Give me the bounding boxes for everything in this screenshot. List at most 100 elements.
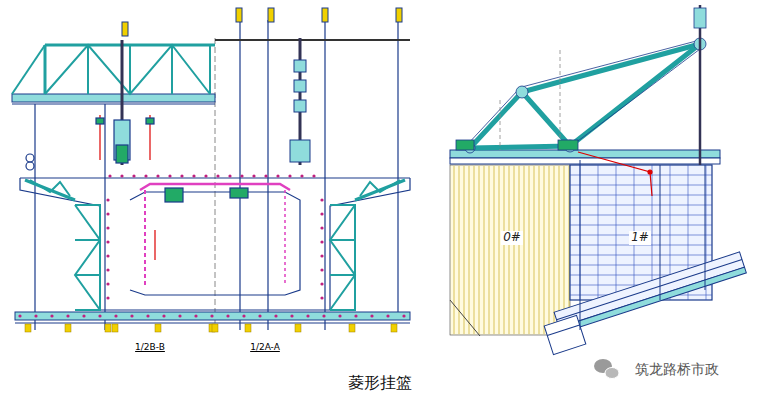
bottom-beam bbox=[15, 323, 410, 324]
hanger-rods bbox=[116, 145, 128, 163]
bolt-dots bbox=[204, 174, 207, 177]
bolt-dots bbox=[82, 314, 85, 317]
block-zero bbox=[454, 166, 569, 334]
support-marker bbox=[212, 324, 218, 332]
support-marker bbox=[25, 324, 31, 332]
bolt-dots bbox=[106, 268, 109, 271]
hanger-rods bbox=[26, 162, 34, 170]
diamond-truss bbox=[570, 44, 700, 146]
diamond-truss bbox=[522, 92, 570, 146]
block-one bbox=[570, 175, 712, 176]
side-frame bbox=[75, 205, 100, 310]
block-zero bbox=[450, 165, 570, 335]
truss-outline bbox=[500, 100, 501, 150]
segment-label: 1# bbox=[629, 231, 651, 245]
bolt-dots bbox=[276, 174, 279, 177]
bolt-dots bbox=[106, 212, 109, 215]
red-tie bbox=[648, 170, 652, 174]
box-girder bbox=[165, 188, 183, 202]
side-frame bbox=[75, 239, 100, 241]
diamond-truss bbox=[470, 44, 700, 148]
block-zero bbox=[450, 300, 480, 336]
side-frame bbox=[330, 205, 355, 310]
bolt-dots bbox=[306, 314, 309, 317]
bolt-dots bbox=[18, 174, 405, 317]
bolt-dots bbox=[130, 314, 133, 317]
jack-assembly bbox=[396, 8, 402, 22]
block-zero bbox=[514, 166, 515, 334]
block-zero bbox=[559, 166, 560, 334]
block-zero bbox=[524, 166, 525, 334]
truss-outline bbox=[694, 8, 706, 28]
bolt-dots bbox=[216, 174, 219, 177]
bolt-dots bbox=[320, 198, 323, 201]
bolt-dots bbox=[106, 282, 109, 285]
right-hangers bbox=[580, 160, 705, 330]
bolt-dots bbox=[258, 314, 261, 317]
platform-end bbox=[547, 325, 579, 336]
bolt-dots bbox=[370, 314, 373, 317]
bolt-dots bbox=[162, 314, 165, 317]
wechat-icon bbox=[605, 368, 619, 379]
bolt-dots bbox=[274, 314, 277, 317]
support-marker bbox=[105, 324, 111, 332]
bolt-dots bbox=[320, 268, 323, 271]
bolt-dots bbox=[320, 282, 323, 285]
side-frame bbox=[330, 239, 355, 241]
bolt-dots bbox=[322, 314, 325, 317]
support-marker bbox=[25, 324, 397, 332]
support-marker bbox=[112, 324, 118, 332]
diamond-truss bbox=[470, 146, 570, 148]
block-zero bbox=[474, 166, 475, 334]
bottom-platform bbox=[554, 252, 746, 333]
bolt-dots bbox=[386, 314, 389, 317]
top-slab bbox=[450, 158, 720, 164]
bolt-dots bbox=[338, 314, 341, 317]
top-truss bbox=[12, 45, 215, 104]
top-truss bbox=[129, 45, 131, 94]
section-label: 1/2A-A bbox=[248, 342, 282, 352]
bolt-dots bbox=[210, 314, 213, 317]
support-marker bbox=[65, 324, 71, 332]
block-zero bbox=[454, 166, 455, 334]
bolt-dots bbox=[50, 314, 53, 317]
box-girder bbox=[20, 177, 410, 178]
bolt-dots bbox=[66, 314, 69, 317]
top-truss bbox=[12, 94, 215, 102]
center-line bbox=[215, 38, 216, 335]
support-marker bbox=[155, 324, 161, 332]
block-zero bbox=[479, 166, 480, 334]
right-hangers bbox=[580, 160, 581, 330]
jack-assembly bbox=[294, 100, 306, 112]
bolt-dots bbox=[264, 174, 267, 177]
block-one bbox=[570, 205, 712, 206]
block-zero bbox=[529, 166, 530, 334]
hanger-rods bbox=[146, 118, 154, 124]
block-zero bbox=[459, 166, 460, 334]
top-truss bbox=[12, 45, 45, 94]
bolt-dots bbox=[242, 314, 245, 317]
bottom-beam bbox=[15, 312, 410, 323]
truss-outline bbox=[699, 5, 702, 165]
block-zero bbox=[484, 166, 485, 334]
top-truss bbox=[44, 45, 47, 94]
hanger-rods bbox=[96, 118, 104, 124]
truss-outline bbox=[518, 40, 700, 88]
support-marker bbox=[245, 324, 251, 332]
block-zero bbox=[519, 166, 520, 334]
side-frame bbox=[30, 180, 70, 196]
truss-outline bbox=[456, 140, 474, 150]
box-girder bbox=[154, 230, 155, 260]
bolt-dots bbox=[300, 174, 303, 177]
jack-assembly bbox=[122, 22, 128, 36]
block-zero bbox=[469, 166, 470, 334]
bolt-dots bbox=[106, 226, 109, 229]
block-zero bbox=[504, 166, 505, 334]
block-zero bbox=[464, 166, 465, 334]
box-girder bbox=[20, 178, 410, 310]
side-frame bbox=[330, 205, 355, 310]
bolt-dots bbox=[144, 174, 147, 177]
bolt-dots bbox=[168, 174, 171, 177]
box-girder bbox=[230, 188, 248, 198]
side-frame bbox=[360, 180, 400, 196]
